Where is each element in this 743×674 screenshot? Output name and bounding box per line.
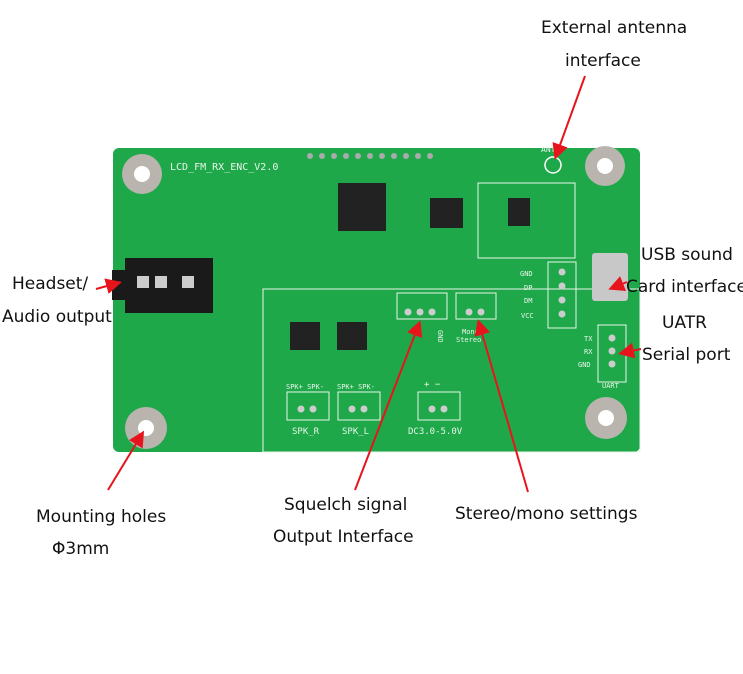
callout-squelch-line1: Squelch signal [284,495,408,515]
svg-text:TX: TX [584,335,593,343]
svg-text:SPK+ SPK-: SPK+ SPK- [337,383,375,391]
callout-squelch-line2: Output Interface [273,527,414,547]
mcu-chip [338,183,386,231]
callout-antenna-line1: External antenna [541,18,688,38]
amp-chip [290,322,320,350]
callout-headset-line2: Audio output [2,307,112,327]
callout-mounting-line2: Φ3mm [52,539,110,559]
board-name: LCD_FM_RX_ENC_V2.0 [170,162,278,173]
svg-text:UART: UART [602,382,620,390]
callout-uart-line2: Serial port [642,345,731,365]
ic-chip [430,198,463,228]
svg-text:DM: DM [524,297,532,305]
headset-jack [112,258,213,313]
speaker-r-connector [286,391,330,421]
callout-headset-line1: Headset/ [12,274,89,294]
svg-text:GND: GND [520,270,533,278]
audio-section-outline [262,288,641,453]
svg-text:Stereo: Stereo [456,336,481,344]
callout-usb-line2: Card interface [626,277,743,297]
callout-stereo: Stereo/mono settings [455,504,638,524]
ic-chip [508,198,530,226]
svg-text:SPK_L: SPK_L [342,427,369,437]
header-pins-top [307,153,433,159]
svg-text:SPK_R: SPK_R [292,427,320,437]
rf-section-outline [477,182,576,259]
svg-text:SPK+ SPK-: SPK+ SPK- [286,383,324,391]
callout-uart-line1: UATR [662,313,707,333]
svg-text:GND: GND [436,330,444,343]
svg-text:GND: GND [578,361,591,369]
ant-label: ANT [541,145,556,154]
callout-antenna-line2: interface [565,51,641,71]
svg-text:DC3.0-5.0V: DC3.0-5.0V [408,427,463,437]
svg-text:DP: DP [524,284,532,292]
callout-arrows [95,75,642,493]
amp-chip [337,322,367,350]
callout-usb-line1: USB sound [641,245,733,265]
squelch-header [396,292,448,320]
usb-connector [592,253,628,301]
svg-text:Mono/: Mono/ [462,328,483,336]
svg-text:RX: RX [584,348,593,356]
svg-text:+ −: + − [424,380,441,390]
callout-mounting-line1: Mounting holes [36,507,167,527]
svg-text:VCC: VCC [521,312,534,320]
stereo-mono-jumper [455,292,497,320]
power-connector [417,391,461,421]
speaker-l-connector [337,391,381,421]
